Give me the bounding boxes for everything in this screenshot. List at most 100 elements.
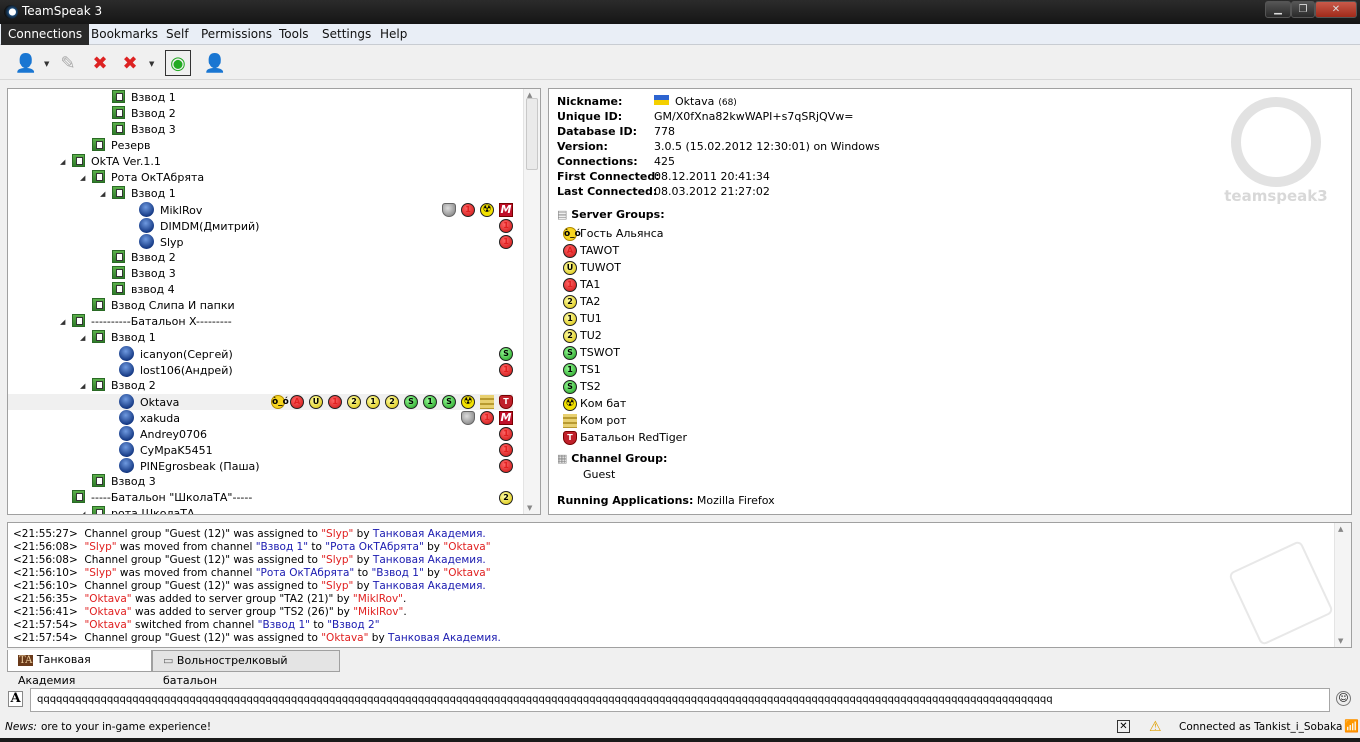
menu-help[interactable]: Help	[380, 27, 408, 41]
tree-channel[interactable]: Взвод 3	[8, 474, 513, 490]
expand-arrow-icon[interactable]: ◢	[80, 382, 86, 390]
log-link[interactable]: "MiklRov"	[353, 606, 404, 618]
log-link[interactable]: "Oktava"	[443, 541, 491, 553]
channel-icon	[112, 186, 125, 199]
wifi-signal-icon[interactable]: 📶	[1344, 719, 1359, 733]
log-link[interactable]: Танковая Академия.	[372, 554, 486, 566]
log-scrollbar[interactable]: ▲ ▼	[1334, 523, 1351, 647]
tree-channel[interactable]: -----Батальон "ШколаТА"-----2	[8, 490, 513, 506]
tree-client[interactable]: lost106(Андрей)1	[8, 362, 513, 378]
info-label: Nickname:	[557, 95, 623, 108]
tab-server-tankovaya-akademiya[interactable]: TA Танковая Академия	[7, 650, 152, 687]
menu-self[interactable]: Self	[166, 27, 189, 41]
log-link[interactable]: "Взвод 2"	[327, 619, 380, 631]
tree-channel[interactable]: ◢Рота ОкТАбрята	[8, 170, 513, 186]
tree-channel[interactable]: взвод 4	[8, 282, 513, 298]
chevron-down-icon[interactable]: ▼	[44, 60, 50, 68]
expand-arrow-icon[interactable]: ◢	[60, 318, 66, 326]
tree-scrollbar[interactable]: ▲ ▼	[523, 89, 540, 514]
mute-microphone-icon[interactable]: ✖	[92, 52, 108, 74]
tree-channel[interactable]: Взвод 2	[8, 250, 513, 266]
tree-client[interactable]: DIMDM(Дмитрий)1	[8, 218, 513, 234]
tree-channel[interactable]: ◢ Взвод 1	[8, 330, 513, 346]
log-link[interactable]: "Slyp"	[84, 541, 117, 553]
scrollbar-thumb[interactable]	[526, 98, 538, 170]
tree-channel[interactable]: ◢Взвод 2	[8, 378, 513, 394]
log-link[interactable]: "Взвод 1"	[257, 619, 310, 631]
connect-icon[interactable]: 👤	[14, 52, 38, 74]
log-link[interactable]: "Взвод 1"	[371, 567, 424, 579]
log-entry: <21:56:08> Channel group "Guest (12)" wa…	[13, 554, 486, 567]
log-link[interactable]: "Oktava"	[321, 632, 369, 644]
log-text: <21:56:10> Channel group "Guest (12)" wa…	[13, 580, 322, 592]
identity-user-icon[interactable]: 👤	[203, 52, 227, 74]
log-link[interactable]: "Slyp"	[321, 554, 354, 566]
log-link[interactable]: "Oktava"	[443, 567, 491, 579]
chevron-down-icon[interactable]: ▼	[149, 60, 155, 68]
bookmark-icon[interactable]: ✎	[60, 52, 76, 74]
client-status-icon	[119, 346, 134, 361]
tree-channel[interactable]: Взвод 1	[8, 90, 513, 106]
tree-channel[interactable]: Взвод 2	[8, 106, 513, 122]
tab-channel-chat[interactable]: ▭ Вольнострелковый батальон	[152, 650, 340, 687]
close-button[interactable]: ✕	[1315, 1, 1357, 18]
connection-status: Connected as Tankist_i_Sobaka	[1179, 721, 1343, 733]
log-link[interactable]: "Slyp"	[84, 567, 117, 579]
tree-channel[interactable]: Резерв	[8, 138, 513, 154]
minimize-button[interactable]: ▁	[1265, 1, 1291, 18]
menu-connections[interactable]: Connections	[1, 24, 90, 45]
warning-icon[interactable]: ⚠	[1149, 719, 1162, 735]
tree-client[interactable]: icanyon(Сергей)S	[8, 346, 513, 362]
expand-arrow-icon[interactable]: ◢	[80, 174, 86, 182]
mute-speakers-icon[interactable]: ✖	[122, 52, 138, 74]
tree-channel[interactable]: ◢Взвод 1	[8, 186, 513, 202]
log-link[interactable]: "MiklRov"	[352, 593, 404, 605]
log-link[interactable]: "Взвод 1"	[255, 541, 309, 553]
log-link[interactable]: "Oktava"	[84, 619, 132, 631]
expand-arrow-icon[interactable]: ◢	[80, 510, 86, 515]
menu-tools[interactable]: Tools	[279, 27, 309, 41]
log-link[interactable]: "Рота ОкТАбрята"	[255, 567, 355, 579]
tree-channel[interactable]: Взвод 3	[8, 266, 513, 282]
menu-bookmarks[interactable]: Bookmarks	[91, 27, 159, 41]
expand-arrow-icon[interactable]: ◢	[80, 334, 86, 342]
red-badge-icon: 1	[563, 277, 577, 292]
tree-client[interactable]: PINEgrosbeak (Паша)1	[8, 458, 513, 474]
away-eye-icon[interactable]: ◉	[165, 50, 191, 76]
close-news-icon[interactable]: ✕	[1117, 720, 1130, 733]
tree-channel[interactable]: ◢рота ШколаТА	[8, 506, 513, 515]
tree-channel[interactable]: Взвод Слипа И папки	[8, 298, 513, 314]
log-link[interactable]: Танковая Академия.	[372, 580, 486, 592]
m-badge-icon: M	[499, 411, 513, 425]
tree-channel[interactable]: ◢----------Батальон X---------	[8, 314, 513, 330]
menu-settings[interactable]: Settings	[322, 27, 372, 41]
chat-input[interactable]: qqqqqqqqqqqqqqqqqqqqqqqqqqqqqqqqqqqqqqqq…	[30, 688, 1330, 712]
radiation-icon: ☢	[461, 395, 475, 409]
red-tiger-shield-icon: T	[563, 430, 577, 445]
log-link[interactable]: "Oktava"	[84, 606, 132, 618]
log-link[interactable]: Танковая Академия.	[388, 632, 501, 644]
menu-permissions[interactable]: Permissions	[201, 27, 272, 41]
server-groups-icon: ▤	[557, 208, 568, 221]
tree-channel[interactable]: Взвод 3	[8, 122, 513, 138]
news-ticker[interactable]: ore to your in-game experience!	[41, 721, 212, 733]
log-link[interactable]: Танковая Академия.	[372, 528, 486, 540]
expand-arrow-icon[interactable]: ◢	[100, 190, 106, 198]
text-format-icon[interactable]: A	[8, 691, 23, 707]
log-link[interactable]: "Slyp"	[321, 580, 354, 592]
expand-arrow-icon[interactable]: ◢	[60, 158, 66, 166]
emoticon-icon[interactable]: ☺	[1336, 691, 1351, 706]
tree-channel[interactable]: ◢OkTA Ver.1.1	[8, 154, 513, 170]
tree-item-label: Взвод 1	[111, 331, 156, 344]
log-link[interactable]: "Oktava"	[84, 593, 132, 605]
maximize-button[interactable]: ❐	[1291, 1, 1315, 18]
log-link[interactable]: "Slyp"	[321, 528, 354, 540]
log-link[interactable]: "Рота ОкТАбрята"	[325, 541, 424, 553]
red-badge-icon: 1	[480, 411, 494, 425]
